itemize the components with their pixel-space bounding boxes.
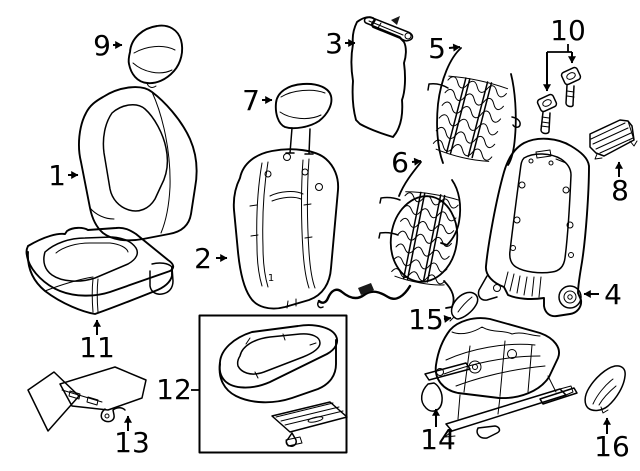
callout-9-label[interactable]: 9 bbox=[93, 29, 111, 62]
callout-1-label[interactable]: 1 bbox=[48, 159, 66, 192]
callout-9[interactable]: 9 bbox=[93, 29, 123, 62]
part-13-heater-mats bbox=[27, 366, 147, 432]
callout-8[interactable]: 8 bbox=[611, 161, 629, 207]
callout-1[interactable]: 1 bbox=[48, 159, 79, 192]
part-8-lumbar-adjuster bbox=[589, 119, 638, 160]
callout-8-label[interactable]: 8 bbox=[611, 174, 629, 207]
part-10-mounting-bolts bbox=[536, 66, 582, 135]
callout-12[interactable]: 12 bbox=[156, 373, 199, 406]
callout-3[interactable]: 3 bbox=[325, 27, 356, 60]
callout-12-label[interactable]: 12 bbox=[156, 373, 192, 406]
callout-5-arrow bbox=[448, 43, 461, 52]
callout-5-label[interactable]: 5 bbox=[428, 32, 446, 65]
callout-16-label[interactable]: 16 bbox=[594, 430, 630, 463]
part-9-headrest bbox=[127, 24, 184, 88]
callout-13[interactable]: 13 bbox=[114, 415, 150, 459]
callout-16[interactable]: 16 bbox=[594, 417, 630, 463]
callout-10-label[interactable]: 10 bbox=[550, 14, 586, 47]
callout-14[interactable]: 14 bbox=[420, 408, 456, 456]
callout-11-label[interactable]: 11 bbox=[79, 331, 115, 364]
callout-15-arrow bbox=[443, 315, 452, 323]
callout-5[interactable]: 5 bbox=[428, 32, 461, 65]
callout-3-label[interactable]: 3 bbox=[325, 27, 343, 60]
callout-13-label[interactable]: 13 bbox=[114, 426, 150, 459]
callout-10[interactable]: 10 bbox=[543, 14, 586, 92]
part-1-seat-back-cover bbox=[78, 86, 198, 242]
part-12-cushion-pad-kit bbox=[198, 314, 348, 454]
part-14-seat-track bbox=[420, 317, 578, 439]
part-6-lumbar-suspension-mat bbox=[317, 161, 462, 309]
callout-4[interactable]: 4 bbox=[583, 278, 622, 311]
part-16-side-shield bbox=[584, 365, 626, 414]
kit-box bbox=[198, 314, 348, 454]
part-2-seat-back-pad bbox=[232, 148, 340, 310]
callout-11[interactable]: 11 bbox=[79, 319, 115, 364]
callout-4-label[interactable]: 4 bbox=[604, 278, 622, 311]
callout-10-bracket bbox=[547, 44, 572, 53]
callout-6-label[interactable]: 6 bbox=[391, 146, 409, 179]
callout-2[interactable]: 2 bbox=[194, 242, 228, 275]
part-11-seat-cushion bbox=[25, 226, 175, 315]
callout-6[interactable]: 6 bbox=[391, 146, 422, 179]
callout-15[interactable]: 15 bbox=[408, 303, 452, 336]
part-5-suspension-mat bbox=[427, 47, 521, 166]
inline-mark-1: 1 bbox=[268, 273, 274, 284]
callout-2-label[interactable]: 2 bbox=[194, 242, 212, 275]
callout-7-label[interactable]: 7 bbox=[242, 84, 260, 117]
callout-7[interactable]: 7 bbox=[242, 84, 273, 117]
callout-14-label[interactable]: 14 bbox=[420, 423, 456, 456]
part-4-seat-back-frame bbox=[477, 137, 590, 318]
callout-6-arrow bbox=[411, 157, 422, 166]
part-3-seat-back-panel bbox=[350, 16, 414, 138]
part-7-headrest bbox=[274, 82, 333, 155]
callout-15-label[interactable]: 15 bbox=[408, 303, 444, 336]
